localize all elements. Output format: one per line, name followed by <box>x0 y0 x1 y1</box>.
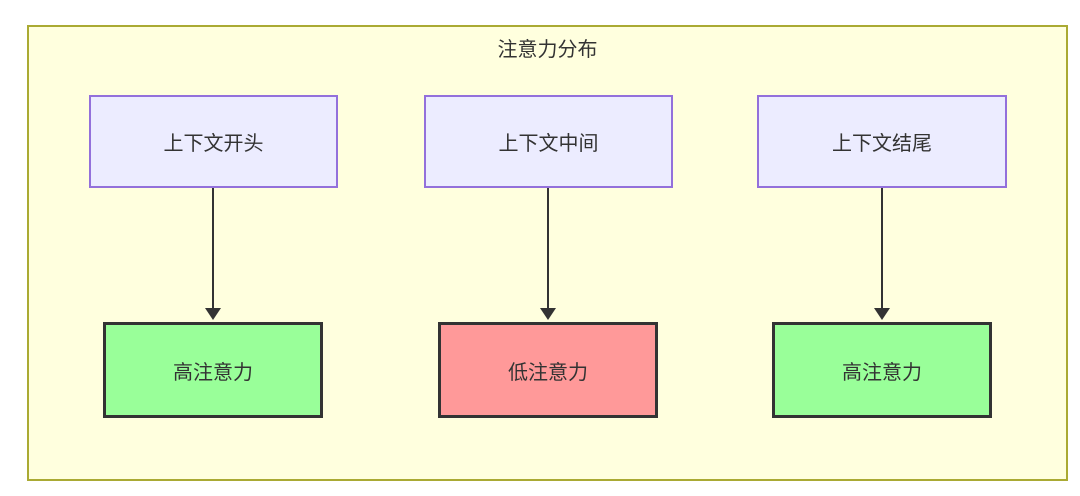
arrow-down-start <box>205 188 221 320</box>
arrow-down-middle <box>540 188 556 320</box>
arrow-shaft <box>881 188 883 309</box>
arrowhead-icon <box>205 308 221 320</box>
node-context-middle-label: 上下文中间 <box>498 133 599 155</box>
node-low-attention-middle: 低注意力 <box>438 322 658 418</box>
arrowhead-icon <box>874 308 890 320</box>
node-high-attention-start-label: 高注意力 <box>173 361 253 384</box>
node-high-attention-end: 高注意力 <box>772 322 992 418</box>
node-context-start: 上下文开头 <box>89 95 338 188</box>
node-context-start-label: 上下文开头 <box>163 133 264 155</box>
node-context-end-label: 上下文结尾 <box>832 133 932 155</box>
node-context-end: 上下文结尾 <box>757 95 1007 188</box>
diagram-title: 注意力分布 <box>497 39 598 61</box>
node-context-middle: 上下文中间 <box>424 95 673 188</box>
node-low-attention-middle-label: 低注意力 <box>508 361 588 384</box>
node-high-attention-start: 高注意力 <box>103 322 323 418</box>
arrow-down-end <box>874 188 890 320</box>
arrow-shaft <box>547 188 549 309</box>
node-high-attention-end-label: 高注意力 <box>842 361 922 384</box>
arrow-shaft <box>212 188 214 309</box>
arrowhead-icon <box>540 308 556 320</box>
